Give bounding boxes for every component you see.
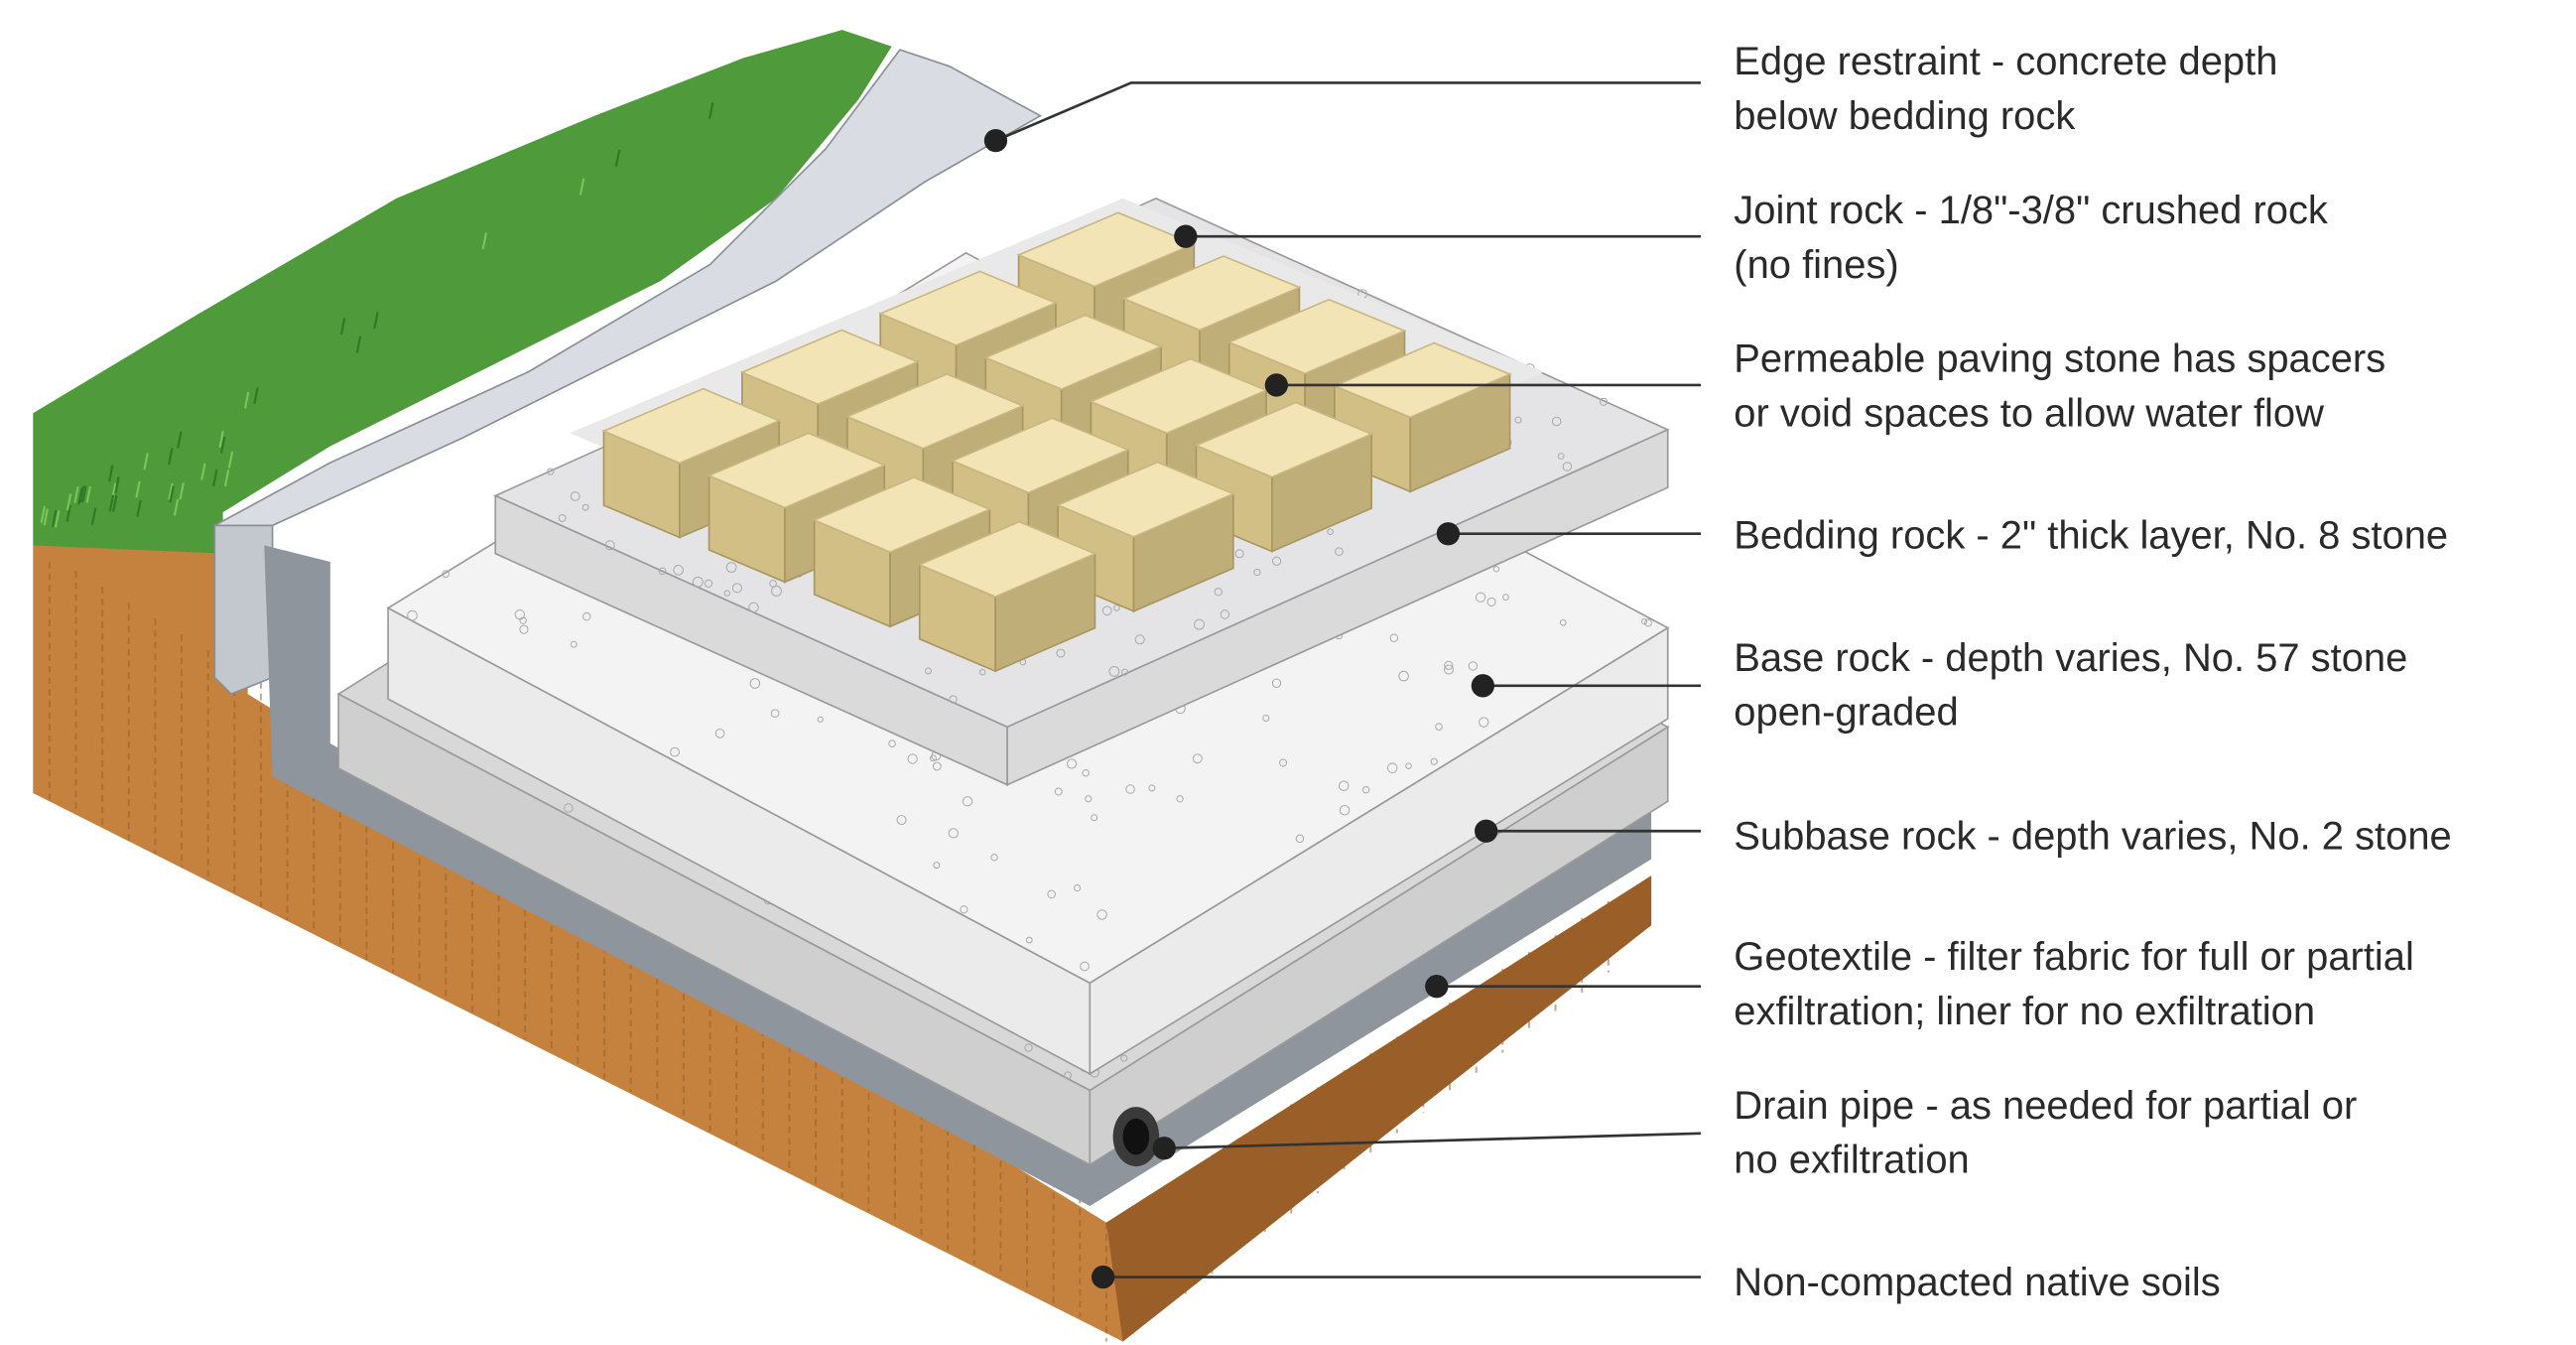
bedding-rock-label: Bedding rock - 2" thick layer, No. 8 sto… <box>1734 514 2448 558</box>
permeable-paving-stone-label: or void spaces to allow water flow <box>1734 392 2324 436</box>
subbase-rock-marker-dot <box>1475 820 1497 843</box>
native-soils-label: Non-compacted native soils <box>1734 1261 2220 1304</box>
drain-pipe-label: no exfiltration <box>1734 1139 1969 1182</box>
joint-rock-label: Joint rock - 1/8"-3/8" crushed rock <box>1734 189 2329 232</box>
edge-restraint-label: Edge restraint - concrete depth <box>1734 40 2277 83</box>
native-soils-marker-dot <box>1092 1266 1114 1288</box>
drain-pipe-label: Drain pipe - as needed for partial or <box>1734 1084 2357 1128</box>
permeable-paving-stone-label: Permeable paving stone has spacers <box>1734 337 2385 381</box>
labels: Edge restraint - concrete depth below bed… <box>1734 40 2451 1304</box>
base-rock-marker-dot <box>1472 674 1494 697</box>
illustration <box>33 30 1667 1341</box>
subbase-rock-label: Subbase rock - depth varies, No. 2 stone <box>1734 815 2451 859</box>
base-rock-label: open-graded <box>1734 691 1958 735</box>
edge-restraint-leader-line <box>995 82 1701 140</box>
bedding-rock-marker-dot <box>1437 522 1460 545</box>
geotextile-label: exfiltration; liner for no exfiltration <box>1734 990 2315 1033</box>
edge-restraint-face <box>214 525 272 694</box>
drain-pipe-opening <box>1123 1119 1150 1155</box>
drain-pipe-marker-dot <box>1153 1137 1176 1159</box>
edge-restraint-label: below bedding rock <box>1734 94 2076 138</box>
joint-rock-label: (no fines) <box>1734 243 1898 287</box>
permeable-paving-stone-marker-dot <box>1265 373 1288 396</box>
edge-restraint-marker-dot <box>984 129 1007 152</box>
geotextile-label: Geotextile - filter fabric for full or p… <box>1734 935 2414 979</box>
base-rock-label: Base rock - depth varies, No. 57 stone <box>1734 636 2407 680</box>
joint-rock-marker-dot <box>1174 225 1197 248</box>
geotextile-marker-dot <box>1425 975 1448 998</box>
